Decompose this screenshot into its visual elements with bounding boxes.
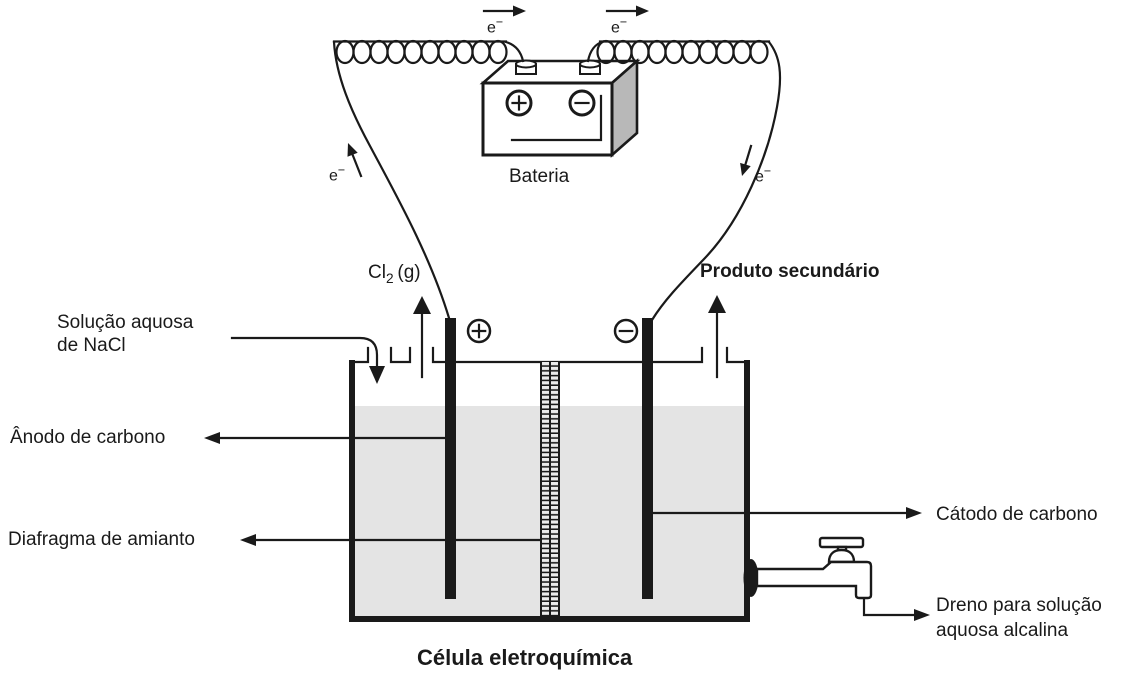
faucet [743,536,873,600]
electron-arrow-left-up [347,143,363,178]
cathode-bar [642,318,653,599]
cathode-label: Cátodo de carbono [936,504,1098,525]
electron-arrow-right-down [740,144,753,176]
diaphragm-label: Diafragma de amianto [8,529,195,550]
faucet-body [755,560,873,600]
drain-label: Dreno para solução aquosa alcalina [936,593,1102,643]
inlet-solution-line2: de NaCl [57,335,126,356]
chlorine-gas-arrow [413,296,431,379]
drain-label-line2: aquosa alcalina [936,620,1069,641]
minus-terminal-icon [568,89,596,117]
cathode-pointer-arrow [651,507,922,519]
chlorine-gas-label: Cl2 (g) [368,262,421,286]
tank-wall-bottom [349,616,750,622]
tank-lid [350,346,748,364]
anode-bar [445,318,456,599]
battery-label: Bateria [509,166,570,187]
battery-terminal-left [515,59,537,75]
electron-arrow-top-right [605,5,649,17]
faucet-handle [818,536,865,549]
battery-terminal-right [579,59,601,75]
electron-label-left: e− [329,163,346,185]
diagram-title: Célula eletroquímica [417,645,633,670]
battery [479,58,641,158]
anode-plus-icon [466,318,492,344]
tank-wall-right [744,360,750,622]
drain-pointer-arrow [862,598,930,621]
electron-label-top-left: e− [487,15,504,37]
electron-label-right: e− [755,164,772,186]
tank-wall-left [349,360,355,622]
wire-coil-left [332,39,525,65]
secondary-product-label: Produto secundário [700,261,880,282]
cathode-minus-icon [613,318,639,344]
anode-pointer-arrow [204,432,447,444]
drain-label-line1: Dreno para solução [936,595,1102,616]
diaphragm-strip [540,362,560,616]
wire-coil-right [586,39,771,65]
electron-arrow-top-left [482,5,526,17]
secondary-product-arrow [708,295,726,379]
electron-label-top-right: e− [611,15,628,37]
diaphragm-pointer-arrow [240,534,542,546]
faucet-valve-dome [827,548,856,564]
inlet-solution-label: Solução aquosa de NaCl [57,311,193,357]
inlet-solution-line1: Solução aquosa [57,312,194,333]
wire-to-cathode [650,40,782,322]
anode-label: Ânodo de carbono [10,427,166,448]
faucet-flange [743,559,759,597]
battery-inner-line [510,94,603,142]
battery-front-face [481,81,614,157]
wire-to-anode [332,40,451,320]
plus-terminal-icon [505,89,533,117]
inlet-pipe-arrow [230,336,385,384]
